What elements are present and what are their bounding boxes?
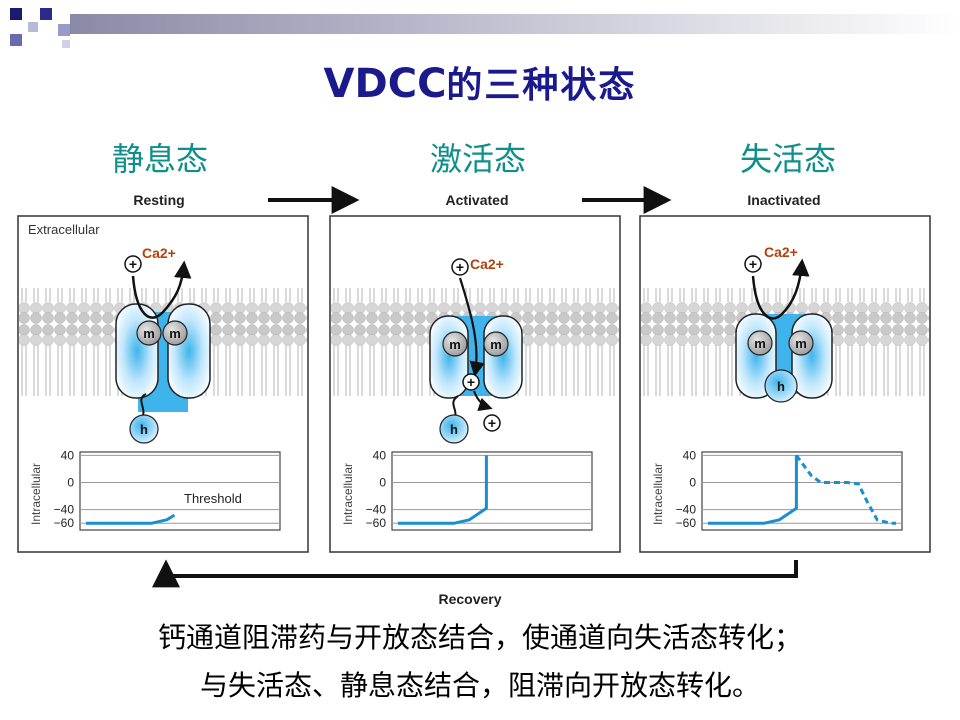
header-square	[28, 22, 38, 32]
h-gate-label: h	[140, 422, 148, 437]
caption-line-1: 钙通道阻滞药与开放态结合，使通道向失活态转化；	[157, 621, 802, 654]
voltage-trace-line	[86, 513, 176, 525]
m-gate-label: m	[795, 336, 807, 351]
ion-path-exit	[473, 390, 493, 412]
title-latin: VDCC	[323, 61, 447, 107]
m-gate-label: m	[143, 326, 155, 341]
channel-lobe	[483, 315, 523, 399]
m-gate-label: m	[449, 337, 461, 352]
header-square	[62, 40, 70, 48]
threshold-label: Threshold	[184, 491, 242, 506]
extracellular-label: Extracellular	[28, 222, 100, 237]
cation-symbol	[744, 255, 762, 273]
y-tick-label: −60	[676, 516, 697, 530]
header-square	[10, 8, 22, 20]
m-gate	[788, 330, 814, 356]
m-gate	[136, 320, 162, 346]
ion-path	[458, 277, 485, 378]
state-label-activated: Activated	[445, 192, 508, 208]
y-tick-label: 0	[379, 476, 386, 490]
header-square	[40, 8, 52, 20]
cation-symbol	[462, 373, 480, 391]
recovery-label: Recovery	[438, 591, 501, 607]
cation-plus: +	[467, 374, 475, 390]
title-cn: 的三种状态	[446, 65, 637, 106]
voltage-trace-line	[708, 455, 798, 525]
m-gate-label: m	[169, 326, 181, 341]
voltage-trace-dashed	[795, 454, 896, 525]
intracellular-axis-label: Intracellular	[651, 463, 665, 525]
ion-label: Ca2+	[764, 244, 798, 260]
h-gate	[439, 414, 469, 444]
y-tick-label: 0	[689, 476, 696, 490]
cation-plus: +	[456, 259, 464, 275]
voltage-trace-activated: Intracellular 40 0 −40−60	[341, 448, 593, 531]
trace-frame	[391, 451, 593, 531]
m-gate-label: m	[754, 336, 766, 351]
channel-diagram: Resting Activated Inactivated Extracellu…	[17, 186, 931, 607]
voltage-trace-resting: Intracellular 40 0 −40−60 Threshold	[29, 448, 281, 531]
ion-label: Ca2+	[142, 245, 176, 261]
y-tick-label: 40	[61, 448, 75, 462]
header-square	[58, 24, 70, 36]
intracellular-axis-label: Intracellular	[341, 463, 355, 525]
cation-plus: +	[129, 256, 137, 272]
channel-protein: m m	[115, 303, 211, 412]
state-label-resting: Resting	[133, 192, 184, 208]
channel-lobe	[429, 315, 469, 399]
channel-protein: m m	[429, 315, 523, 399]
cation-plus: +	[749, 256, 757, 272]
cation-plus: +	[488, 415, 496, 431]
intracellular-axis-label: Intracellular	[29, 463, 43, 525]
y-tick-label: −40	[676, 503, 697, 517]
y-tick-label: −40	[366, 503, 387, 517]
cation-symbol	[124, 255, 142, 273]
trace-frame	[79, 451, 281, 531]
h-gate-blocking	[764, 369, 798, 403]
m-gate-label: m	[490, 337, 502, 352]
cation-symbol	[483, 414, 501, 432]
ion-path	[751, 258, 810, 320]
y-tick-label: 40	[373, 448, 387, 462]
channel-lobe	[167, 303, 211, 399]
ion-path	[131, 260, 192, 319]
page-title: VDCC的三种状态	[0, 56, 960, 108]
recovery-arrow: Recovery	[152, 559, 798, 607]
state-label-inactivated: Inactivated	[747, 192, 820, 208]
channel-protein: m m h	[735, 313, 833, 403]
y-tick-label: 0	[67, 476, 74, 490]
state-heading-resting: 静息态	[111, 140, 208, 178]
m-gate	[442, 331, 468, 357]
m-gate	[747, 330, 773, 356]
cation-symbol	[451, 258, 469, 276]
m-gate	[162, 320, 188, 346]
m-gate	[483, 331, 509, 357]
y-tick-label: −60	[54, 516, 75, 530]
panel-resting: Extracellular m m h + Ca2+ Intracellular	[17, 215, 309, 553]
h-gate-label: h	[450, 422, 458, 437]
panel-activated: m m + Ca2+ + + h Intracellular 40 0 −40−60	[329, 215, 621, 553]
voltage-trace-line	[398, 455, 488, 525]
caption-line-2: 与失活态、静息态结合，阻滞向开放态转化。	[199, 669, 760, 702]
voltage-trace-inactivated: Intracellular 40 0 −40−60	[651, 448, 903, 531]
ion-label: Ca2+	[470, 256, 504, 272]
header-rule	[70, 14, 960, 34]
y-tick-label: −40	[54, 503, 75, 517]
header-decoration	[10, 8, 960, 48]
recovery-arrow-line	[152, 559, 798, 588]
header-square	[10, 34, 22, 46]
panel-inactivated: m m h + Ca2+ Intracellular 40 0 −40−60	[639, 215, 931, 553]
state-heading-activated: 激活态	[429, 140, 526, 178]
channel-lobe	[791, 313, 833, 399]
y-tick-label: −60	[366, 516, 387, 530]
h-gate	[129, 414, 159, 444]
y-tick-label: 40	[683, 448, 697, 462]
state-heading-inactivated: 失活态	[739, 140, 836, 178]
h-gate-label: h	[777, 379, 785, 394]
